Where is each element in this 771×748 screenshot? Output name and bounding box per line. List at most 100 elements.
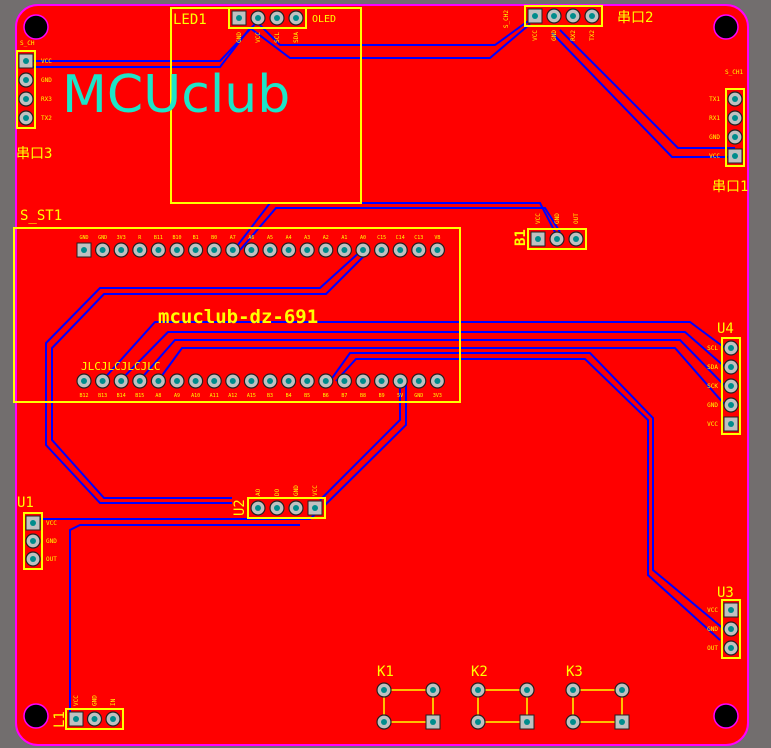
drill-hole (304, 378, 311, 384)
pin-label: A3 (304, 235, 310, 241)
drill-hole (30, 556, 36, 562)
drill-hole (91, 716, 98, 722)
pin-label: B3 (267, 393, 273, 399)
component-k2[interactable]: K2 (470, 664, 535, 730)
drill-hole (99, 378, 106, 384)
drill-hole (267, 378, 273, 384)
designator: U1 (17, 495, 34, 511)
pin-label: VCC (535, 213, 542, 224)
drill-hole (23, 96, 29, 102)
pin-label: A6 (248, 235, 254, 241)
drill-hole (551, 13, 557, 19)
drill-hole (397, 378, 404, 384)
pin-label: RX3 (41, 96, 52, 103)
pin-label: A9 (174, 393, 180, 399)
designator: U2 (232, 499, 248, 516)
drill-hole (532, 13, 538, 19)
designator: K1 (377, 664, 394, 680)
drill-hole (211, 247, 218, 253)
designator: U3 (717, 585, 734, 601)
silkscreen-outline (721, 599, 741, 659)
pin-label: B8 (360, 393, 366, 399)
drill-hole (589, 13, 595, 19)
drill-hole (360, 247, 366, 253)
pin-label: GND (293, 485, 300, 496)
pin-label: GND (551, 30, 558, 41)
mounting-hole (23, 14, 49, 40)
trace (45, 249, 363, 504)
drill-hole (341, 247, 348, 253)
drill-hole (728, 607, 734, 613)
drill-hole (570, 719, 576, 725)
pin-label: 5V (397, 393, 403, 399)
designator: K2 (471, 664, 488, 680)
drill-hole (99, 247, 106, 253)
trace (51, 253, 367, 499)
drill-hole (381, 687, 387, 693)
drill-hole (535, 236, 541, 242)
drill-hole (229, 247, 236, 253)
pin-label: GND (707, 402, 718, 409)
pin-label: GND (236, 32, 243, 43)
drill-hole (174, 378, 180, 384)
silkscreen-outline (572, 689, 623, 723)
silkscreen-outline (65, 708, 124, 730)
drill-hole (285, 247, 292, 253)
drill-hole (728, 402, 734, 408)
drill-hole (573, 236, 579, 242)
trace (551, 32, 735, 158)
drill-hole (229, 378, 236, 384)
designator: L1 (52, 711, 68, 728)
trace (101, 321, 726, 382)
drill-hole (118, 378, 125, 384)
component-k3[interactable]: K3 (565, 664, 630, 730)
drill-hole (274, 505, 280, 511)
drill-hole (728, 383, 734, 389)
drill-hole (732, 153, 738, 159)
component-s_st1[interactable]: S_ST1GNDB12GNDB133V3B14RB15B11A8B10A9B1A… (13, 208, 461, 403)
component-k1[interactable]: K1 (376, 664, 441, 730)
pin-label: OUT (707, 645, 718, 652)
silkscreen-outline (383, 689, 434, 723)
pin-label: A7 (230, 235, 236, 241)
pin-label: C13 (414, 235, 423, 241)
pin-label: 3V3 (117, 235, 126, 241)
pin-label: VCC (46, 520, 57, 527)
drill-hole (322, 247, 329, 253)
pin-label: OUT (46, 556, 57, 563)
pin-label: VCC (709, 153, 720, 160)
pin-label: SDA (707, 364, 718, 371)
drill-hole (192, 378, 199, 384)
pin-label: B10 (172, 235, 181, 241)
trace (324, 381, 407, 506)
sub-label: S_CH2 (503, 10, 510, 28)
drill-hole (211, 378, 218, 384)
designator: U4 (717, 321, 734, 337)
drill-hole (174, 247, 180, 253)
drill-hole (415, 378, 422, 384)
pin-label: B6 (323, 393, 329, 399)
pin-label: B11 (154, 235, 163, 241)
drill-hole (524, 687, 530, 693)
mounting-hole (713, 14, 739, 40)
pin-label: GND (709, 134, 720, 141)
pin-label: TX2 (41, 115, 52, 122)
pin-label: B13 (98, 393, 107, 399)
pin-label: B7 (341, 393, 347, 399)
pin-label: GND (707, 626, 718, 633)
silkscreen-outline (721, 337, 741, 435)
drill-hole (434, 378, 441, 384)
drill-hole (81, 247, 87, 253)
traces (30, 15, 735, 720)
